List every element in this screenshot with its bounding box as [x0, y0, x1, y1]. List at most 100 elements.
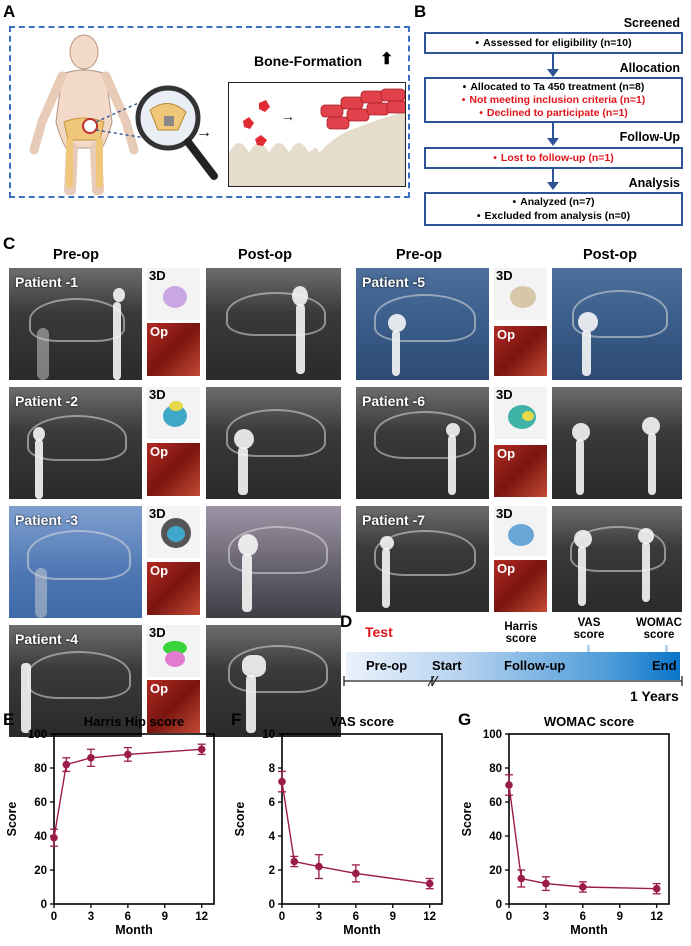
- chart-title: Harris Hip score: [84, 714, 184, 729]
- y-tick-label: 6: [269, 797, 275, 809]
- bone-formation-label: Bone-Formation: [254, 53, 363, 69]
- plot-frame: [508, 733, 670, 905]
- timeline-end: End: [652, 658, 677, 673]
- data-point: [278, 777, 286, 786]
- preop-xray-patient-3: Patient -3: [9, 506, 142, 618]
- osteoblast-illustration: →: [229, 88, 405, 186]
- preop-xray-patient-6: Patient -6: [356, 387, 489, 499]
- postop-xray-patient-4: [206, 625, 341, 737]
- y-tick-label: 0: [496, 899, 502, 911]
- 3d-model-patient-6: 3D: [494, 387, 547, 439]
- stage-allocation: Allocation: [619, 61, 680, 75]
- x-tick-label: 0: [279, 911, 285, 923]
- x-axis-label: Month: [570, 923, 607, 937]
- x-tick-label: 9: [390, 911, 396, 923]
- x-tick-label: 12: [650, 911, 663, 923]
- data-point: [505, 781, 513, 789]
- up-arrow-icon: ⬆: [380, 51, 394, 68]
- panel-label-b: B: [414, 2, 427, 21]
- flow-line: •Assessed for eligibility (n=10): [475, 37, 632, 49]
- op-photo-patient-3: Op: [147, 562, 200, 615]
- vas-score-label: VAS score: [573, 617, 605, 641]
- stage-follow-up: Follow-Up: [619, 130, 680, 144]
- postop-xray-patient-3: [206, 506, 341, 618]
- 3d-model-patient-5: 3D: [494, 268, 547, 320]
- x-tick-label: 3: [543, 911, 549, 923]
- x-tick-label: 6: [353, 911, 359, 923]
- panel-a-frame: [9, 26, 410, 198]
- stage-analysis: Analysis: [628, 176, 680, 190]
- preop-xray-patient-1: Patient -1: [9, 268, 142, 380]
- flow-box-allocation: •Allocated to Ta 450 treatment (n=8) •No…: [424, 77, 683, 123]
- chart-title: WOMAC score: [544, 714, 634, 729]
- flow-connector: [552, 123, 554, 141]
- y-tick-label: 20: [34, 865, 47, 877]
- 3d-model-patient-3: 3D: [147, 506, 200, 558]
- preop-xray-patient-2: Patient -2: [9, 387, 142, 499]
- op-photo-patient-5: Op: [494, 326, 547, 376]
- y-tick-label: 60: [489, 797, 502, 809]
- x-tick-label: 6: [580, 911, 586, 923]
- postop-heading-right: Post-op: [583, 247, 637, 263]
- 3d-model-patient-1: 3D: [147, 268, 200, 320]
- stage-screened: Screened: [623, 16, 680, 30]
- panel-label-c: C: [3, 234, 16, 253]
- timeline-preop: Pre-op: [366, 658, 408, 673]
- preop-xray-patient-7: Patient -7: [356, 506, 489, 612]
- panel-label-f: F: [231, 710, 242, 729]
- timeline-followup: Follow-up: [504, 658, 566, 673]
- data-point: [542, 879, 550, 888]
- y-tick-label: 40: [34, 831, 47, 843]
- y-tick-label: 8: [269, 763, 276, 775]
- data-point: [197, 745, 206, 754]
- data-point: [87, 754, 95, 762]
- y-tick-label: 40: [489, 831, 502, 843]
- y-tick-label: 20: [489, 865, 502, 877]
- y-tick-label: 0: [269, 899, 275, 911]
- y-axis-label: Score: [233, 802, 247, 837]
- y-tick-label: 4: [269, 831, 276, 843]
- plot-frame: [281, 733, 443, 905]
- data-point: [315, 862, 323, 871]
- cell-illustration-box: →: [228, 82, 406, 187]
- x-tick-label: 12: [195, 911, 208, 923]
- y-tick-label: 80: [34, 763, 47, 775]
- x-tick-label: 3: [316, 911, 322, 923]
- postop-xray-patient-5: [552, 268, 682, 380]
- timeline-axis: [343, 676, 683, 687]
- arrow-right-icon: →: [196, 124, 212, 141]
- y-tick-label: 0: [41, 899, 47, 911]
- x-axis-label: Month: [115, 923, 152, 937]
- harris-score-label: Harris score: [504, 621, 538, 645]
- data-point: [425, 879, 434, 888]
- postop-heading-left: Post-op: [238, 247, 292, 263]
- op-photo-patient-6: Op: [494, 445, 547, 497]
- y-tick-label: 80: [489, 763, 502, 775]
- flow-box-follow-up: •Lost to follow-up (n=1): [424, 147, 683, 169]
- x-tick-label: 9: [617, 911, 623, 923]
- data-point: [517, 874, 526, 883]
- 3d-model-patient-4: 3D: [147, 625, 200, 677]
- postop-xray-patient-2: [206, 387, 341, 499]
- panel-label-e: E: [3, 710, 15, 729]
- y-tick-label: 60: [34, 797, 47, 809]
- plot-frame: [53, 733, 215, 905]
- y-tick-label: 10: [262, 729, 275, 741]
- data-point: [62, 760, 71, 769]
- arrow-down-icon: [547, 182, 559, 190]
- flow-box-analysis: •Analyzed (n=7) •Excluded from analysis …: [424, 192, 683, 226]
- series-line: [53, 748, 202, 838]
- human-body-illustration: [29, 34, 218, 195]
- data-point: [352, 869, 360, 878]
- panel-label-a: A: [3, 2, 16, 21]
- postop-xray-patient-6: [552, 387, 682, 499]
- data-point: [652, 884, 661, 893]
- flow-connector: [552, 169, 554, 185]
- y-axis-label: Score: [460, 802, 474, 837]
- x-tick-label: 0: [506, 911, 512, 923]
- timeline-bar: [346, 652, 680, 680]
- timeline-start: Start: [432, 658, 462, 673]
- panel-label-d: D: [340, 612, 353, 631]
